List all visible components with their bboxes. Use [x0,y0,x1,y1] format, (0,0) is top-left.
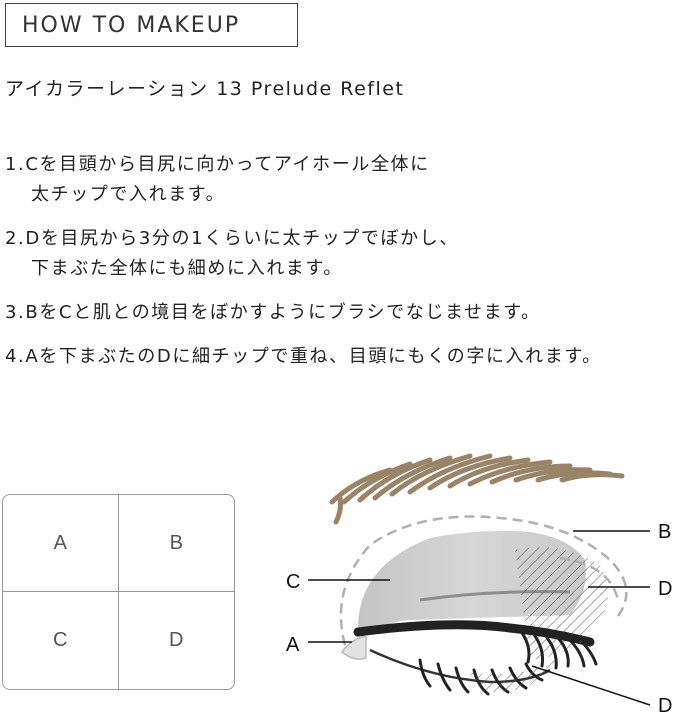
palette-cell-a: A [3,495,119,592]
step-2-line2: 下まぶた全体にも細めに入れます。 [31,258,343,279]
step-1-line1: 1.Cを目頭から目尻に向かってアイホール全体に [5,154,430,175]
step-1: 1.Cを目頭から目尻に向かってアイホール全体に 太チップで入れます。 [5,150,688,210]
step-4-line1: 4.Aを下まぶたのDに細チップで重ね、目頭にもくの字に入れます。 [5,346,602,367]
step-4: 4.Aを下まぶたのDに細チップで重ね、目頭にもくの字に入れます。 [5,342,688,372]
step-1-line2: 太チップで入れます。 [31,184,226,205]
step-3-line1: 3.BをCと肌との境目をぼかすようにブラシでなじませます。 [5,302,541,323]
palette-grid: A B C D [2,494,235,690]
label-a: A [286,634,300,656]
eyebrow [329,453,625,525]
palette-cell-b: B [118,495,234,592]
label-c: C [286,571,300,593]
step-2-line1: 2.Dを目尻から3分の1くらいに太チップでぼかし、 [5,228,459,249]
step-2: 2.Dを目尻から3分の1くらいに太チップでぼかし、 下まぶた全体にも細めに入れま… [5,224,688,284]
palette-cell-c: C [3,592,119,689]
step-3: 3.BをCと肌との境目をぼかすようにブラシでなじませます。 [5,298,688,328]
zone-b-outline [339,515,628,646]
label-d-mid: D [658,578,672,600]
lower-lid-d-hatch [470,660,555,692]
label-d-bottom: D [658,695,672,717]
upper-lash-line [353,620,595,647]
label-b-top: B [658,521,671,543]
palette-cell-d: D [169,629,184,651]
page-title: HOW TO MAKEUP [5,3,298,47]
upper-lashes [518,628,598,670]
page-title-text: HOW TO MAKEUP [22,12,241,38]
instruction-steps: 1.Cを目頭から目尻に向かってアイホール全体に 太チップで入れます。 2.Dを目… [5,150,688,386]
zone-d-outline [559,556,620,601]
leader-lines [308,530,651,706]
eye-makeup-diagram: B C D A D [286,453,672,717]
inner-corner-a [341,635,367,660]
product-name: アイカラーレーション 13 Prelude Reflet [5,78,405,100]
